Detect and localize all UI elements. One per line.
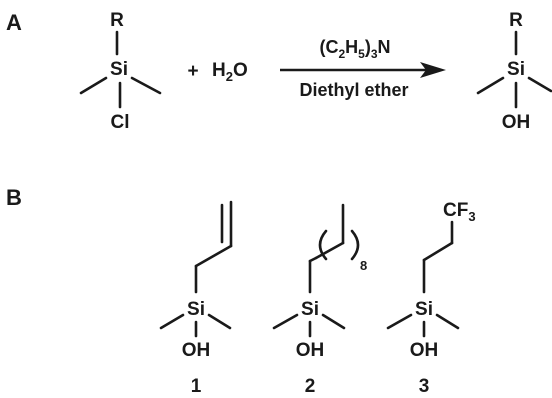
c2-repeat-count: 8 bbox=[360, 258, 367, 273]
reactant-si-label: Si bbox=[110, 59, 128, 80]
product-bond-left-methyl bbox=[476, 76, 505, 95]
c3-cf3-label: CF3 bbox=[443, 200, 476, 224]
c3-number: 3 bbox=[419, 376, 430, 397]
product-bond-right-methyl bbox=[527, 76, 552, 93]
panel-label-a: A bbox=[6, 10, 22, 35]
arrow-head bbox=[420, 62, 446, 78]
c1-chain-bond-1 bbox=[194, 244, 233, 268]
product-r-label: R bbox=[509, 10, 523, 31]
c3-si-label: Si bbox=[415, 299, 433, 320]
water-sub: 2 bbox=[226, 69, 233, 84]
c2-bond-right-methyl bbox=[321, 313, 346, 330]
water-h: H bbox=[212, 60, 226, 81]
c3-bond-left-methyl bbox=[386, 313, 413, 330]
reactant-bond-left-methyl bbox=[79, 76, 108, 95]
reactant-r-label: R bbox=[110, 10, 124, 31]
c2-repeat-bracket-right bbox=[350, 229, 360, 261]
product-oh-label: OH bbox=[502, 112, 531, 133]
c3-oh-label: OH bbox=[410, 340, 439, 361]
c1-bond-right-methyl bbox=[207, 313, 232, 330]
panel-label-b: B bbox=[6, 185, 22, 210]
c3-chain-bond-2 bbox=[422, 241, 454, 262]
c2-repeat-bracket-left bbox=[318, 229, 328, 261]
c1-bond-left-methyl bbox=[159, 313, 185, 330]
c2-bond-left-methyl bbox=[272, 313, 299, 330]
product-silanol: R Si OH bbox=[476, 10, 552, 133]
reactant-chlorosilane: R Si Cl bbox=[79, 10, 162, 133]
c2-oh-label: OH bbox=[296, 340, 325, 361]
compound-1-allyl: Si OH 1 bbox=[159, 200, 233, 397]
c2-number: 2 bbox=[305, 376, 316, 397]
solvent-label: Diethyl ether bbox=[299, 80, 408, 100]
compound-3-trifluoropropyl: CF3 Si OH 3 bbox=[386, 200, 476, 397]
compound-2-alkyl: 8 Si OH 2 bbox=[272, 203, 367, 397]
c1-number: 1 bbox=[191, 376, 202, 397]
reaction-arrow: (C2H5)3N Diethyl ether bbox=[280, 37, 446, 100]
water-o: O bbox=[233, 60, 248, 81]
c3-bond-right-methyl bbox=[435, 313, 460, 330]
c1-oh-label: OH bbox=[182, 340, 211, 361]
reactant-bond-right-methyl bbox=[130, 76, 162, 95]
reactant-cl-label: Cl bbox=[111, 112, 130, 133]
water-formula: H2O bbox=[212, 60, 248, 84]
product-si-label: Si bbox=[507, 59, 525, 80]
c2-si-label: Si bbox=[301, 299, 319, 320]
c1-si-label: Si bbox=[187, 299, 205, 320]
c2-chain-bond-1 bbox=[314, 241, 345, 260]
catalyst-formula: (C2H5)3N bbox=[319, 37, 390, 61]
plus-sign: + bbox=[187, 61, 198, 82]
